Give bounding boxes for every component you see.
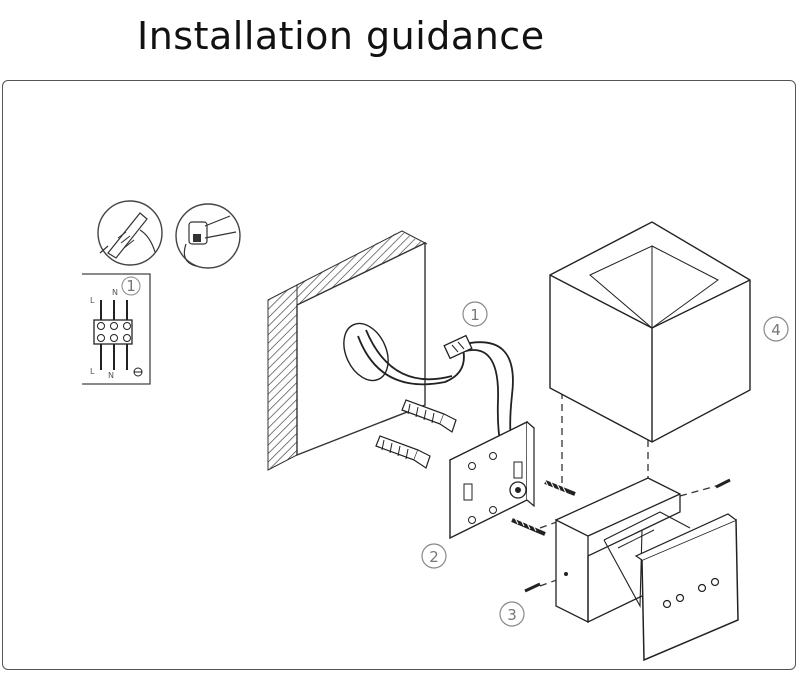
terminal-label-l-top: L (90, 296, 95, 305)
svg-text:1: 1 (470, 306, 480, 324)
terminal-label-n-bottom: N (108, 371, 114, 380)
page-title: Installation guidance (137, 14, 545, 58)
wire-cutter-icon (175, 203, 241, 269)
mounting-plate (448, 420, 536, 540)
screwdriver-icon (97, 200, 163, 266)
step-marker-screws: 3 (499, 601, 525, 627)
diagram-frame (2, 80, 796, 670)
step-marker-lamp-cover: 4 (763, 316, 789, 342)
lamp-body (554, 477, 739, 662)
screw-2-icon (511, 517, 546, 536)
svg-text:2: 2 (429, 548, 439, 566)
wall-anchor-upper (401, 399, 457, 433)
alignment-guides (539, 392, 717, 587)
svg-text:3: 3 (507, 606, 517, 624)
screw-3-icon (524, 582, 541, 593)
terminal-label-l-bottom: L (90, 367, 95, 376)
step-marker-terminal: 1 (121, 276, 141, 296)
terminal-label-n-top: N (112, 288, 118, 297)
step-marker-mounting-plate: 2 (421, 543, 447, 569)
lamp-cover (549, 221, 751, 443)
svg-text:1: 1 (126, 277, 136, 295)
terminal-block-inset: L N L N (82, 273, 151, 385)
wall-anchor-lower (375, 435, 431, 469)
screw-1-icon (544, 479, 576, 496)
svg-text:4: 4 (771, 321, 781, 339)
wall (267, 230, 428, 471)
screw-4-icon (715, 478, 731, 489)
step-marker-wiring: 1 (462, 301, 488, 327)
